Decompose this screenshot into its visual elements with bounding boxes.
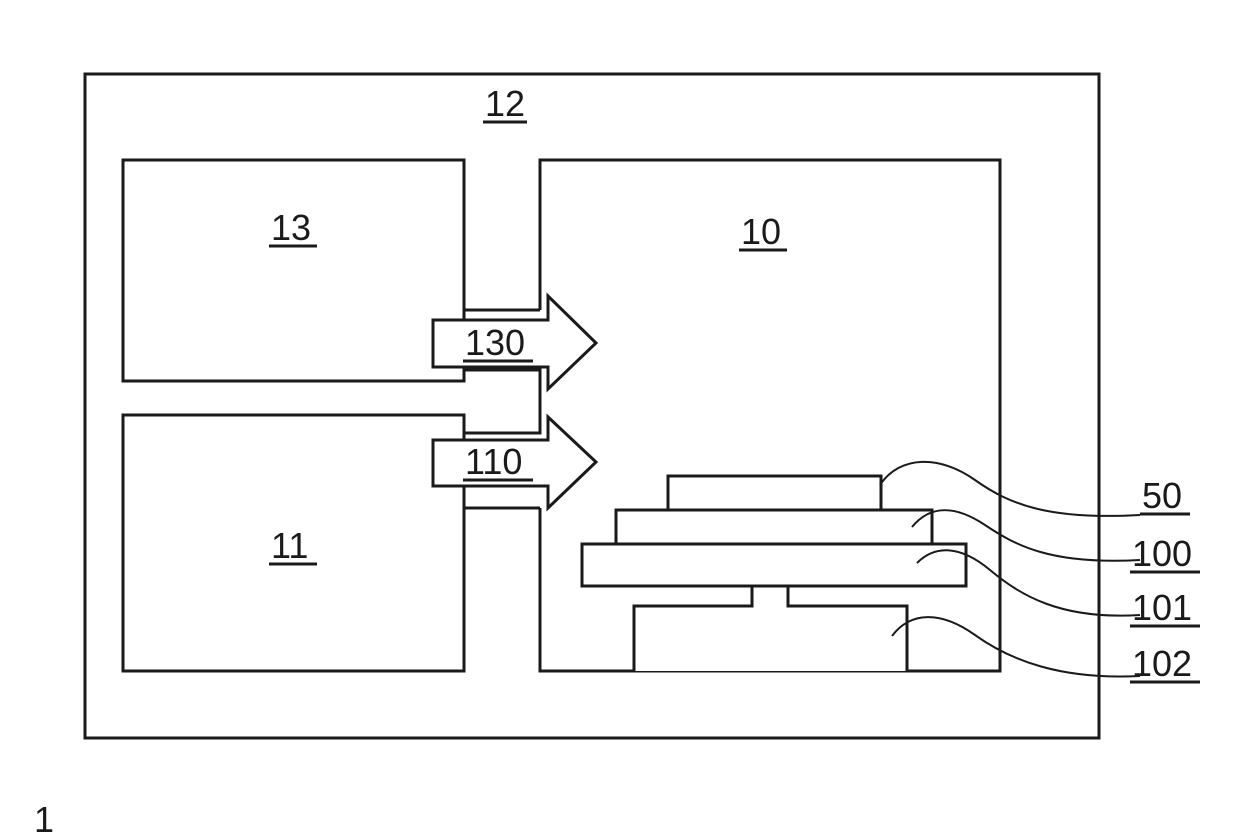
leader-50 <box>880 462 1140 516</box>
channel-bottom-upper <box>464 390 540 433</box>
figure-ref-label: 1 <box>34 799 54 836</box>
layer-102 <box>634 586 907 671</box>
layer-50 <box>668 476 881 510</box>
layer-100 <box>616 510 932 544</box>
label-11: 11 <box>271 525 308 566</box>
label-50: 50 <box>1142 475 1182 516</box>
label-13: 13 <box>271 207 311 248</box>
outer-enclosure <box>85 74 1099 738</box>
label-101: 101 <box>1132 587 1192 628</box>
channel-top-lower <box>464 370 540 390</box>
layer-101 <box>582 544 966 586</box>
label-130: 130 <box>465 322 525 363</box>
label-100: 100 <box>1132 533 1192 574</box>
box-13 <box>123 160 464 381</box>
label-110: 110 <box>465 441 522 482</box>
leader-102 <box>892 617 1140 676</box>
label-10: 10 <box>741 211 781 252</box>
label-102: 102 <box>1132 643 1192 684</box>
label-12: 12 <box>485 83 525 124</box>
